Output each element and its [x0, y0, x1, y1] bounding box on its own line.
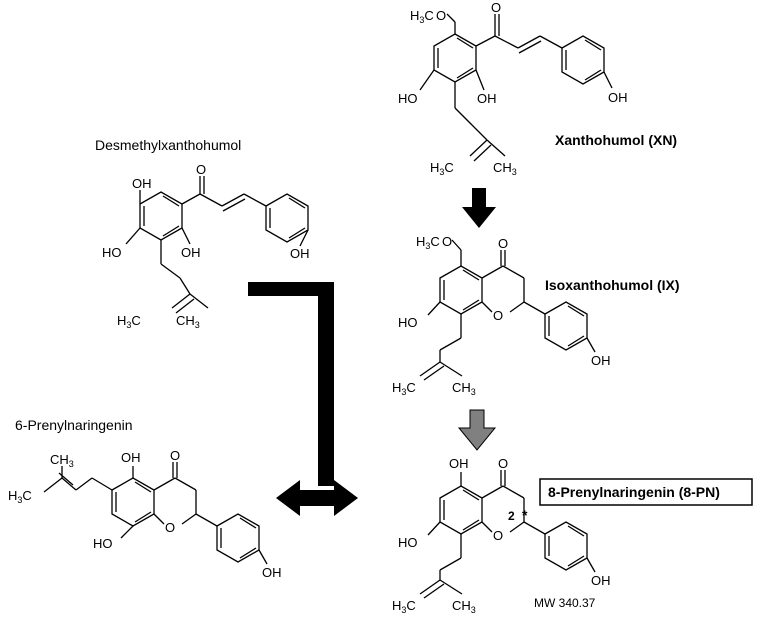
isoxanthohumol-label: Isoxanthohumol (IX) [545, 277, 680, 293]
isoxanthohumol-structure: O O H3C O OH HO H3C CH3 [392, 234, 611, 397]
xanthohumol-label: Xanthohumol (XN) [555, 132, 677, 148]
arrow-ix-to-8pn [457, 409, 497, 451]
arrow-dmx-split [248, 282, 334, 486]
8pn-label-box [539, 478, 753, 506]
prenyl-ch3-right: CH3 [493, 160, 517, 177]
8pn-prenyl-ch3-right: CH3 [452, 598, 476, 615]
dmx-prenyl-ch3-right: CH3 [176, 313, 200, 330]
stereo-position-label: 2 [508, 509, 515, 523]
8pn-ring-o: O [493, 528, 503, 543]
6pn-ho: HO [93, 536, 113, 551]
dmx-b-ring-oh: OH [290, 246, 310, 261]
ix-methoxy: H3C [416, 234, 440, 251]
6pn-oh-top: OH [121, 450, 141, 465]
ix-methoxy-o: O [442, 234, 452, 249]
dmx-oh: OH [181, 245, 201, 260]
stereo-asterisk: * [522, 507, 528, 523]
8pn-carbonyl-o: O [498, 456, 508, 471]
8pn-oh-top: OH [449, 456, 469, 471]
6pn-label: 6-Prenylnaringenin [15, 417, 133, 433]
prenyl-ch3-left: H3C [430, 160, 454, 177]
6pn-structure: O O OH HO OH CH3 H3C [8, 448, 282, 580]
a-ring-oh-label: OH [477, 91, 497, 106]
8pn-structure: O O OH OH HO H3C CH3 2 * [392, 456, 611, 615]
8pn-molecular-weight: MW 340.37 [534, 596, 596, 610]
b-ring-oh-label: OH [608, 90, 628, 105]
methoxy-label: H3C [410, 8, 434, 25]
8pn-b-ring-oh: OH [591, 573, 611, 588]
carbonyl-o-label: O [491, 0, 501, 15]
dmx-ho: HO [102, 245, 122, 260]
ring-o-label: O [493, 308, 503, 323]
xanthohumol-structure: H3C O O OH HO OH H3C CH3 [398, 0, 628, 177]
ix-b-ring-oh: OH [591, 353, 611, 368]
6pn-prenyl-ch3-top: CH3 [50, 452, 74, 469]
oxygen-label: O [436, 8, 446, 23]
6pn-b-ring-oh: OH [262, 565, 282, 580]
ix-ho: HO [398, 315, 418, 330]
ix-prenyl-ch3-right: CH3 [452, 380, 476, 397]
6pn-ring-o: O [165, 520, 175, 535]
6pn-prenyl-ch3-left: H3C [8, 488, 32, 505]
arrow-to-prenylnaringenins [276, 480, 358, 516]
dmx-prenyl-ch3-left: H3C [117, 313, 141, 330]
6pn-carbonyl-o: O [170, 448, 180, 463]
8pn-ho: HO [398, 535, 418, 550]
arrow-xn-to-ix [462, 188, 496, 228]
ix-prenyl-ch3-left: H3C [392, 380, 416, 397]
ix-carbonyl-o: O [498, 236, 508, 251]
a-ring-ho-label: HO [398, 91, 418, 106]
8pn-label: 8-Prenylnaringenin (8-PN) [548, 484, 720, 500]
desmethylxanthohumol-label: Desmethylxanthohumol [95, 137, 241, 153]
dmx-carbonyl-o: O [196, 162, 206, 177]
8pn-prenyl-ch3-left: H3C [392, 598, 416, 615]
desmethylxanthohumol-structure: OH O OH HO OH H3C CH3 [102, 162, 310, 330]
dmx-oh-top: OH [132, 176, 152, 191]
